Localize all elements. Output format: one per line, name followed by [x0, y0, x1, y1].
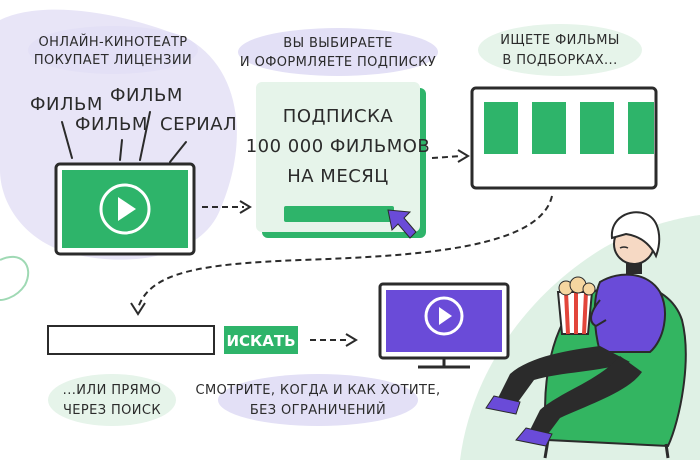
green-sprout-left [0, 255, 30, 301]
catalog-tile-3[interactable] [580, 102, 614, 154]
arrow-catalog-to-search [130, 195, 553, 316]
caption-blob-step2 [238, 28, 438, 76]
cursor-arrow-icon [387, 209, 417, 239]
step4-caption-line2: ЧЕРЕЗ ПОИСК [63, 403, 161, 418]
subscribe-button[interactable] [284, 206, 394, 222]
step2-caption-line2: И ОФОРМЛЯЕТЕ ПОДПИСКУ [240, 55, 436, 70]
purple-tv [378, 282, 510, 369]
search-button-label: ИСКАТЬ [226, 332, 295, 350]
catalog-tile-2[interactable] [532, 102, 566, 154]
step5-caption-line2: БЕЗ ОГРАНИЧЕНИЙ [250, 402, 386, 418]
content-label-film-2: ФИЛЬМ [110, 85, 183, 106]
caption-blob-step5 [218, 374, 418, 426]
caption-blob-step1 [28, 26, 198, 74]
arrow-subscription-to-catalog [431, 149, 470, 163]
step4-caption-line1: ...ИЛИ ПРЯМО [63, 383, 162, 398]
catalog-window [470, 86, 658, 190]
arrow-tv-to-subscription [202, 200, 252, 214]
step3-caption-line2: В ПОДБОРКАХ... [502, 53, 617, 68]
content-label-serial: СЕРИАЛ [160, 114, 237, 135]
step5-caption-line1: СМОТРИТЕ, КОГДА И КАК ХОТИТЕ, [195, 383, 440, 398]
step2-caption-line1: ВЫ ВЫБИРАЕТЕ [283, 36, 392, 51]
play-icon-green [99, 183, 151, 235]
subscription-line3: НА МЕСЯЦ [287, 166, 389, 187]
caption-blob-step3 [478, 24, 642, 76]
arrow-search-to-tv [310, 333, 358, 347]
green-tv [54, 162, 196, 256]
hair [610, 211, 661, 259]
subscription-card: ПОДПИСКА 100 000 ФИЛЬМОВ НА МЕСЯЦ [246, 82, 431, 238]
step1-caption-line1: ОНЛАЙН-КИНОТЕАТР [38, 34, 187, 50]
catalog-tile-4[interactable] [628, 102, 654, 154]
play-icon-purple [424, 296, 464, 336]
step3-caption-line1: ИЩЕТЕ ФИЛЬМЫ [500, 33, 620, 48]
search-button[interactable]: ИСКАТЬ [224, 326, 298, 354]
search-input[interactable] [47, 325, 215, 355]
subscription-line1: ПОДПИСКА [283, 106, 394, 127]
content-label-film-1: ФИЛЬМ [30, 94, 103, 115]
subscription-line2: 100 000 ФИЛЬМОВ [246, 136, 431, 157]
content-label-film-3: ФИЛЬМ [75, 114, 148, 135]
person-in-armchair-illustration [485, 211, 687, 459]
catalog-tile-1[interactable] [484, 102, 518, 154]
step1-caption-line2: ПОКУПАЕТ ЛИЦЕНЗИИ [34, 53, 192, 68]
label-connectors [61, 111, 187, 163]
caption-blob-step4 [48, 374, 176, 426]
